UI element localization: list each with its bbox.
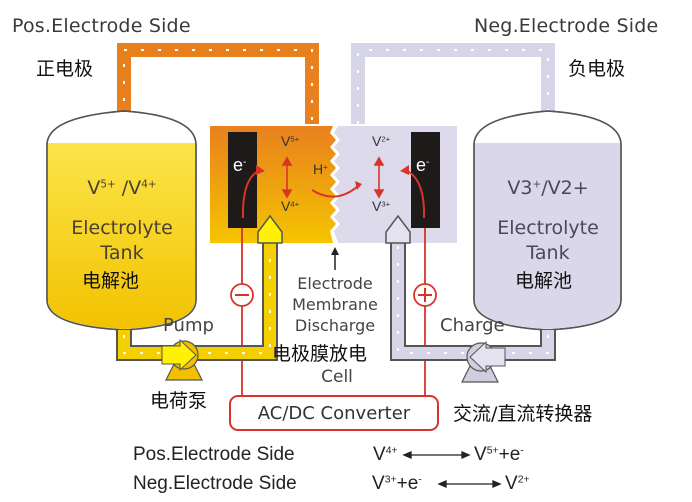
neg-supply-pipe (385, 214, 556, 361)
equation-neg-lhs: V3++e- (372, 473, 422, 494)
equation-pos-rhs: V5++e- (474, 444, 524, 465)
right-tank-title-line2: Tank (526, 241, 570, 264)
equation-pos-lhs: V4+ (373, 444, 398, 465)
equation-neg-side-label: Neg.Electrode Side (133, 473, 297, 494)
ac-dc-converter-box (229, 395, 439, 431)
external-circuit-wire (241, 228, 426, 398)
charge-label: Charge (440, 315, 505, 336)
right-tank-title-line1: Electrolyte (497, 217, 599, 239)
pos-cell-v4-label: V4+ (281, 198, 300, 214)
neg-electrode-side-label: Neg.Electrode Side (474, 15, 659, 37)
pos-cell-v5-label: V5+ (281, 133, 300, 149)
electrochemical-cell (210, 126, 457, 243)
positive-terminal-icon (413, 283, 437, 307)
pump-label: Pump (163, 315, 214, 336)
left-tank-ions: V5+ /V4+ (87, 177, 157, 199)
neg-cell-v3-label: V3+ (372, 198, 391, 214)
membrane-label-line1: Electrode (297, 274, 373, 293)
right-tank-title: Electrolyte Tank (474, 216, 622, 265)
left-tank-cn-label: 电解池 (82, 270, 140, 292)
pos-supply-arrow-icon (257, 214, 283, 244)
pos-electrode-electron-label: e- (233, 155, 247, 175)
ac-dc-converter-label: AC/DC Converter (257, 403, 411, 424)
equation-arrows (402, 451, 502, 488)
pos-electrode-cn-label: 正电极 (36, 58, 94, 80)
pump-right-icon (461, 340, 506, 383)
cell-label: Cell (321, 367, 353, 387)
pump-left-icon (161, 338, 203, 381)
right-electrolyte-tank (473, 110, 622, 331)
left-electrolyte-tank (46, 110, 197, 331)
pos-electrode-side-label: Pos.Electrode Side (12, 15, 191, 37)
membrane-pointer (331, 247, 339, 270)
membrane-label-line3: Discharge (294, 315, 376, 335)
neg-electrode-plate (411, 132, 440, 228)
neg-electrode-cn-label: 负电极 (568, 58, 626, 80)
ac-dc-converter-cn-label: 交流/直流转换器 (453, 403, 593, 425)
negative-terminal-icon (230, 283, 254, 307)
pump-cn-label: 电荷泵 (150, 390, 208, 412)
right-tank-cn-label: 电解池 (515, 270, 573, 292)
proton-label: H+ (313, 161, 328, 177)
membrane-label: Electrode Membrane Discharge (278, 274, 392, 336)
neg-supply-arrow-icon (385, 214, 411, 244)
neg-cell-v2-label: V2+ (372, 133, 391, 149)
membrane-label-line2: Membrane (292, 294, 378, 314)
equation-neg-rhs: V2+ (505, 473, 530, 494)
neg-electrode-electron-label: e- (416, 155, 430, 175)
right-tank-ions: V3+/V2+ (507, 177, 589, 199)
left-tank-title-line1: Electrolyte (71, 217, 173, 239)
left-tank-title-line2: Tank (100, 241, 144, 264)
membrane-cn-label: 电极膜放电 (272, 343, 368, 365)
left-tank-title: Electrolyte Tank (47, 216, 197, 265)
equation-pos-side-label: Pos.Electrode Side (133, 444, 295, 465)
